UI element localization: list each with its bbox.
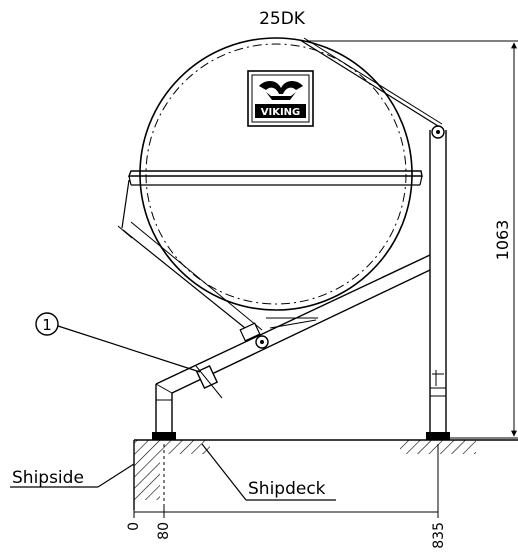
shipdeck-label: Shipdeck (201, 443, 336, 501)
cradle-frame (122, 125, 450, 440)
dim-label-835: 835 (431, 522, 447, 549)
bottom-dimension: 0 80 835 (126, 444, 447, 549)
drawing-title: 25DK (259, 9, 306, 29)
viking-logo-text: VIKING (261, 107, 301, 118)
shipside-label-text: Shipside (12, 468, 84, 488)
dim-label-0: 0 (126, 522, 142, 531)
callout-1-number: 1 (42, 316, 52, 334)
container-outer-circle (139, 37, 413, 311)
dim-label-80: 80 (156, 522, 172, 540)
shipdeck-label-text: Shipdeck (248, 479, 326, 499)
callout-1: 1 (35, 312, 201, 373)
viking-logo: VIKING (247, 70, 314, 127)
shipside-label: Shipside (10, 463, 135, 488)
height-dimension: 1063 (302, 40, 518, 439)
container-inner-circle (145, 43, 407, 305)
height-dimension-label: 1063 (493, 220, 512, 261)
container-band (127, 170, 423, 177)
shipside-hatch (134, 440, 160, 500)
deck-hatch-left (160, 440, 210, 454)
